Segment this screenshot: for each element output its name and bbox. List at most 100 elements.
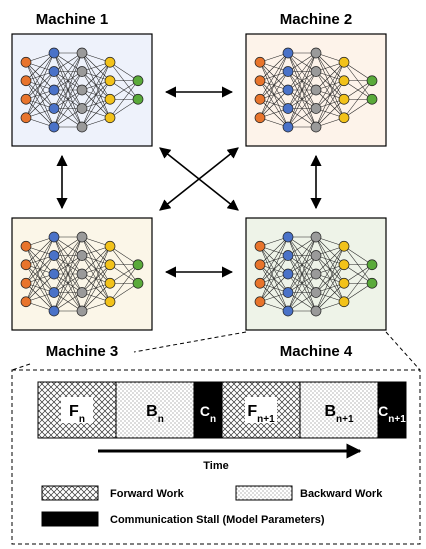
network-node [282, 268, 294, 280]
network-node [282, 84, 294, 96]
network-node [310, 84, 322, 96]
machine-3-panel [11, 217, 153, 331]
network-node [48, 231, 60, 243]
legend-backward-swatch [235, 485, 293, 501]
network-node [76, 121, 88, 133]
network-node [104, 259, 116, 271]
network-node [48, 305, 60, 317]
network-node [104, 93, 116, 105]
network-node [338, 259, 350, 271]
network-node [310, 103, 322, 114]
network-node [282, 121, 294, 133]
network-node [310, 231, 322, 243]
network-node [48, 47, 60, 59]
network-node [338, 56, 350, 68]
network-node [366, 93, 378, 105]
network-node [20, 296, 32, 308]
zoom-connector-left-down [11, 363, 31, 371]
network-node [254, 75, 266, 87]
network-node [282, 287, 294, 298]
network-node [282, 66, 294, 77]
network-node [76, 66, 88, 77]
network-node [48, 103, 60, 114]
network-node [104, 240, 116, 252]
network-node [104, 277, 116, 289]
network-node [104, 75, 116, 87]
network-node [338, 75, 350, 87]
network-edges [259, 236, 373, 312]
network-node [254, 112, 266, 124]
backward-work-segment [115, 381, 195, 439]
network-node [338, 112, 350, 124]
network-node [366, 75, 378, 87]
network-node [338, 240, 350, 252]
network-node [48, 121, 60, 133]
network-node [338, 277, 350, 289]
network-node [132, 75, 144, 87]
network-node [282, 231, 294, 243]
machine-4-panel [245, 217, 387, 331]
network-node [104, 112, 116, 124]
network-node [76, 231, 88, 243]
arrow-machine2-machine3 [159, 147, 239, 211]
network-node [20, 56, 32, 68]
network-node [310, 268, 322, 280]
network-node [282, 250, 294, 261]
network-node [366, 259, 378, 271]
network-node [310, 287, 322, 298]
machine-2-panel [245, 33, 387, 147]
network-node [20, 93, 32, 105]
network-node [310, 250, 322, 261]
network-node [20, 259, 32, 271]
network-node [104, 56, 116, 68]
network-node [282, 47, 294, 59]
network-node [76, 250, 88, 261]
segment-label: Fn [69, 403, 85, 425]
network-node [254, 296, 266, 308]
comm-work-segment [377, 381, 407, 439]
network-node [48, 84, 60, 96]
network-node [338, 93, 350, 105]
network-node [20, 277, 32, 289]
network-node [132, 93, 144, 105]
legend-forward-label: Forward Work [110, 488, 185, 500]
network-node [20, 112, 32, 124]
network-node [76, 287, 88, 298]
segment-label-box [245, 397, 277, 423]
network-node [104, 296, 116, 308]
network-node [338, 296, 350, 308]
network-node [76, 103, 88, 114]
timeline-frame [11, 369, 421, 545]
segment-label: Cn [200, 403, 216, 425]
network-node [254, 93, 266, 105]
legend-backward-label: Backward Work [300, 488, 383, 500]
machine-1-panel [11, 33, 153, 147]
network-node [20, 240, 32, 252]
network-node [48, 250, 60, 261]
legend-forward-swatch [41, 485, 99, 501]
network-node [254, 277, 266, 289]
legend-comm-label: Communication Stall (Model Parameters) [110, 514, 325, 526]
network-node [76, 47, 88, 59]
network-node [20, 75, 32, 87]
network-node [310, 121, 322, 133]
network-node [254, 56, 266, 68]
network-node [254, 240, 266, 252]
machine-4-label: Machine 4 [280, 343, 353, 360]
network-node [254, 259, 266, 271]
zoom-connector-left [133, 331, 247, 353]
backward-work-segment [299, 381, 379, 439]
network-node [310, 47, 322, 59]
segment-label: Cn+1 [378, 403, 406, 425]
network-node [48, 66, 60, 77]
network-node [76, 305, 88, 317]
network-node [310, 66, 322, 77]
network-node [132, 277, 144, 289]
network-node [282, 103, 294, 114]
network-node [76, 84, 88, 96]
segment-label: Bn+1 [324, 403, 354, 425]
zoom-connector-right [385, 331, 421, 371]
time-label: Time [203, 460, 228, 472]
machine-3-label: Machine 3 [46, 343, 119, 360]
